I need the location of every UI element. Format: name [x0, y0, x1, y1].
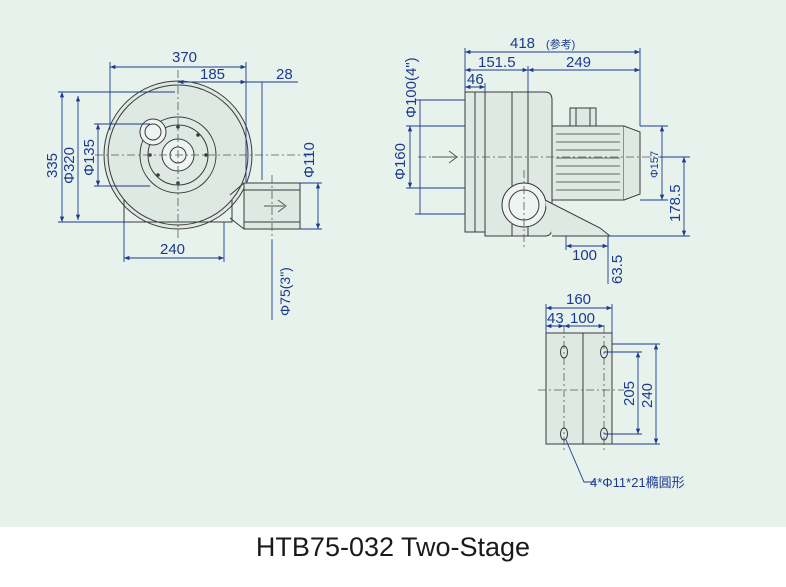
motor-end-cap	[623, 125, 641, 201]
front-view	[95, 70, 312, 240]
base-plate	[545, 332, 613, 445]
aux-inlet-circle	[139, 118, 167, 146]
dim-phi157: Φ157	[649, 151, 661, 178]
dim-370: 370	[172, 49, 197, 66]
mount-hole-icon	[560, 427, 568, 441]
drawing-caption: HTB75-032 Two-Stage	[255, 532, 531, 562]
front-view-dimensions	[58, 62, 322, 320]
dim-63-5: 63.5	[609, 255, 626, 284]
dim-249: 249	[566, 54, 591, 71]
centerlines	[95, 70, 312, 240]
dim-100-holes: 100	[570, 310, 595, 327]
dim-335: 335	[44, 153, 61, 178]
dim-418-note: (参考)	[546, 37, 575, 51]
front-view-labels: 370 185 28 335 Φ320 Φ135 Φ110 240 Φ75(3"…	[44, 49, 318, 316]
side-view	[418, 91, 660, 250]
mount-hole-icon	[560, 345, 568, 359]
dim-28: 28	[276, 66, 293, 83]
mount-hole-note: 4*Φ11*21橢圓形	[590, 475, 685, 490]
terminal-box	[569, 107, 597, 127]
dim-178-5: 178.5	[667, 184, 684, 222]
aux-inlet-inner	[144, 123, 162, 141]
dim-phi135: Φ135	[81, 139, 98, 176]
motor-body	[551, 125, 625, 201]
side-view-dimensions	[406, 48, 690, 284]
base-view	[538, 325, 624, 452]
base-bracket	[544, 199, 612, 237]
bolt-pattern	[148, 125, 208, 185]
dim-phi110: Φ110	[301, 142, 318, 178]
motor-fins	[556, 133, 620, 191]
base-view-dimensions	[545, 304, 660, 483]
dim-240-base: 240	[639, 383, 656, 408]
airflow-arrow-icon	[264, 199, 287, 213]
dim-46: 46	[467, 71, 484, 88]
side-view-labels: 418 (参考) 151.5 249 46 Φ100(4") Φ160 Φ157…	[392, 35, 684, 284]
dim-185: 185	[200, 66, 225, 83]
base-view-labels: 160 43 100 205 240 4*Φ11*21橢圓形	[547, 291, 685, 490]
dim-151-5: 151.5	[478, 54, 516, 71]
dim-phi320: Φ320	[61, 147, 78, 184]
dim-43: 43	[547, 310, 564, 327]
dim-240: 240	[160, 241, 185, 258]
side-centerlines	[418, 156, 660, 250]
dim-160: 160	[566, 291, 591, 308]
technical-drawing: 370 185 28 335 Φ320 Φ135 Φ110 240 Φ75(3"…	[44, 35, 690, 490]
dim-205: 205	[621, 381, 638, 406]
mount-holes	[560, 345, 608, 441]
dim-418: 418	[510, 35, 535, 52]
outlet-transition	[229, 182, 245, 230]
dim-phi160: Φ160	[392, 143, 409, 180]
dim-phi100: Φ100(4")	[403, 57, 420, 118]
dim-phi75: Φ75(3")	[277, 267, 293, 316]
dim-100: 100	[572, 247, 597, 264]
